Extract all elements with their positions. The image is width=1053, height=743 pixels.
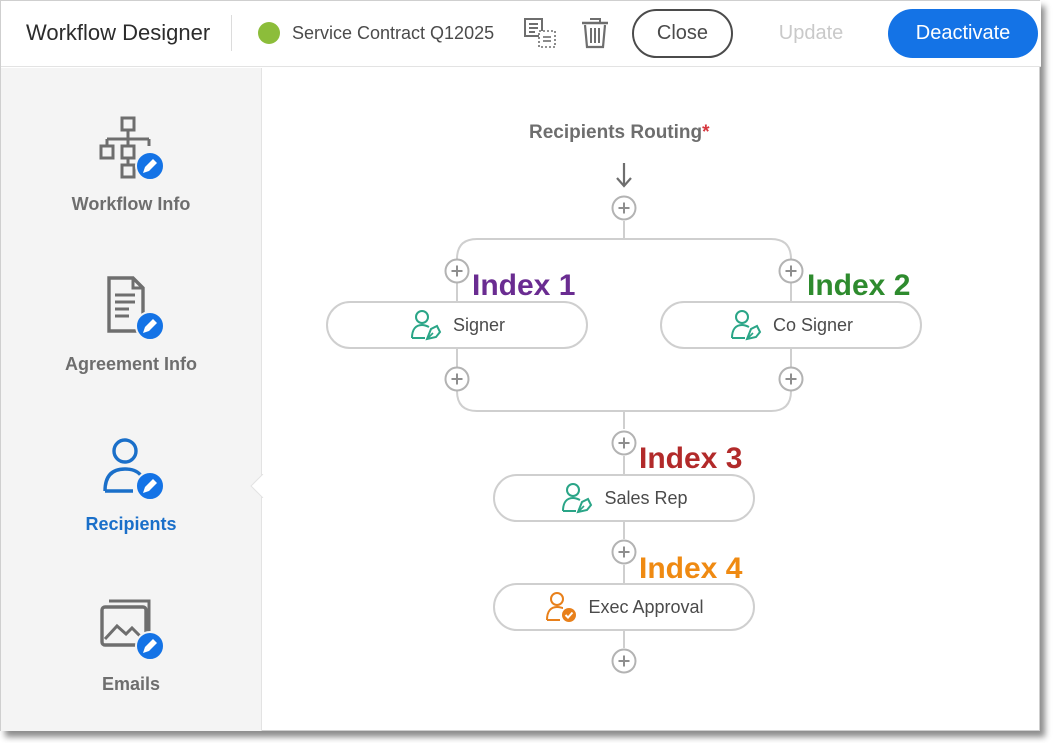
required-mark: *	[702, 122, 710, 143]
update-button[interactable]: Update	[761, 11, 861, 56]
node-label: Signer	[452, 314, 506, 335]
add-step-button[interactable]	[611, 539, 637, 565]
header-bar: Workflow Designer Service Contract Q1202…	[1, 1, 1041, 67]
recipient-node-co-signer[interactable]: Co Signer	[660, 301, 922, 349]
recipient-node-sales-rep[interactable]: Sales Rep	[493, 474, 755, 522]
trash-icon	[582, 18, 608, 49]
sidebar-item-label: Emails	[101, 674, 161, 694]
sidebar-item-label: Workflow Info	[71, 194, 191, 214]
copy-details-button[interactable]	[522, 15, 558, 51]
index-label-4: Index 4	[639, 552, 743, 585]
user-edit-icon	[103, 438, 165, 501]
index-label-1: Index 1	[472, 269, 576, 302]
hierarchy-edit-icon	[99, 116, 165, 181]
sidebar-item-label: Agreement Info	[64, 354, 197, 374]
delete-button[interactable]	[577, 15, 613, 51]
node-label: Exec Approval	[588, 596, 704, 617]
document-edit-icon	[107, 276, 165, 341]
recipient-node-exec-approval[interactable]: Exec Approval	[493, 583, 755, 631]
add-step-button[interactable]	[444, 366, 470, 392]
add-step-button[interactable]	[611, 195, 637, 221]
app-title: Workflow Designer	[26, 20, 211, 45]
index-label-2: Index 2	[807, 269, 911, 302]
add-step-button[interactable]	[611, 430, 637, 456]
signer-icon	[730, 310, 762, 341]
close-button[interactable]: Close	[632, 9, 733, 58]
sidebar: Workflow Info Agreement Info	[1, 68, 262, 731]
add-step-button[interactable]	[778, 258, 804, 284]
sidebar-item-label: Recipients	[85, 514, 177, 534]
node-label: Sales Rep	[604, 487, 688, 508]
active-pointer	[250, 474, 264, 498]
add-step-button[interactable]	[611, 648, 637, 674]
add-step-button[interactable]	[444, 258, 470, 284]
signer-icon	[562, 483, 593, 514]
recipient-node-signer[interactable]: Signer	[326, 301, 588, 349]
sidebar-item-workflow-info[interactable]: Workflow Info	[1, 108, 261, 258]
workflow-designer-window: Workflow Designer Service Contract Q1202…	[0, 0, 1041, 731]
routing-canvas	[262, 68, 1040, 731]
image-edit-icon	[100, 599, 165, 661]
routing-title-text: Recipients Routing	[529, 122, 703, 143]
node-label: Co Signer	[772, 314, 854, 335]
routing-title: Recipients Routing*	[529, 122, 710, 144]
index-label-3: Index 3	[639, 442, 743, 475]
header-divider	[231, 15, 232, 51]
sidebar-item-recipients[interactable]: Recipients	[1, 428, 261, 578]
add-step-button[interactable]	[778, 366, 804, 392]
signer-icon	[410, 310, 442, 341]
deactivate-button[interactable]: Deactivate	[888, 9, 1038, 58]
copy-details-icon	[524, 18, 556, 48]
sidebar-item-agreement-info[interactable]: Agreement Info	[1, 268, 261, 418]
approver-icon	[546, 592, 577, 622]
workflow-name: Service Contract Q12025	[292, 23, 495, 43]
status-indicator-icon	[258, 22, 280, 44]
sidebar-item-emails[interactable]: Emails	[1, 588, 261, 738]
